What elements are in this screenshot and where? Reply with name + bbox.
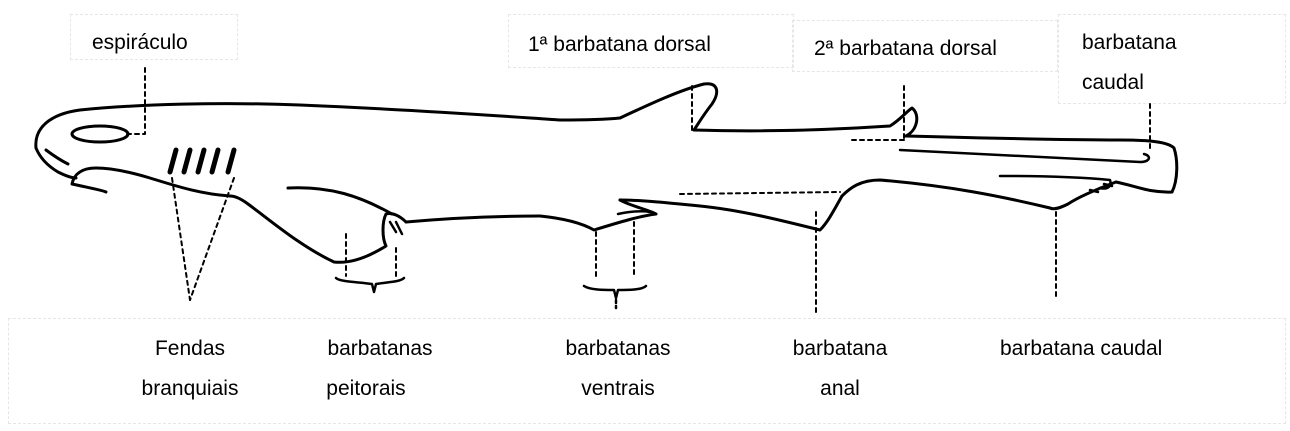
label-gill-1: Fendas <box>120 334 260 364</box>
eye <box>72 126 128 142</box>
label-caudal-top-1: barbatana <box>1082 28 1177 58</box>
label-ventral-1: barbatanas <box>548 334 688 364</box>
leader-second-dorsal <box>850 86 904 140</box>
label-spiracle: espiráculo <box>92 28 188 58</box>
label-gill-2: branquiais <box>120 374 260 404</box>
gill-slits <box>170 150 234 172</box>
brackets <box>336 278 646 308</box>
label-caudal-top-2: caudal <box>1082 68 1144 98</box>
leader-gill-b <box>190 178 234 300</box>
leader-gill-a <box>172 178 190 300</box>
label-ventral-2: ventrais <box>548 374 688 404</box>
leader-anal-belly <box>680 192 840 194</box>
leader-spiracle <box>124 68 145 134</box>
bracket-pectoral <box>336 278 404 292</box>
label-second-dorsal: 2ª barbatana dorsal <box>814 34 997 64</box>
label-anal-1: barbatana <box>770 334 910 364</box>
label-anal-2: anal <box>770 374 910 404</box>
label-caudal-bottom: barbatana caudal <box>1000 334 1162 364</box>
shark-body-outline <box>36 84 1177 263</box>
label-pectoral-2: peitorais <box>296 374 436 404</box>
label-pectoral-1: barbatanas <box>310 334 450 364</box>
bracket-ventral <box>584 286 646 298</box>
label-first-dorsal: 1ª barbatana dorsal <box>528 30 711 60</box>
